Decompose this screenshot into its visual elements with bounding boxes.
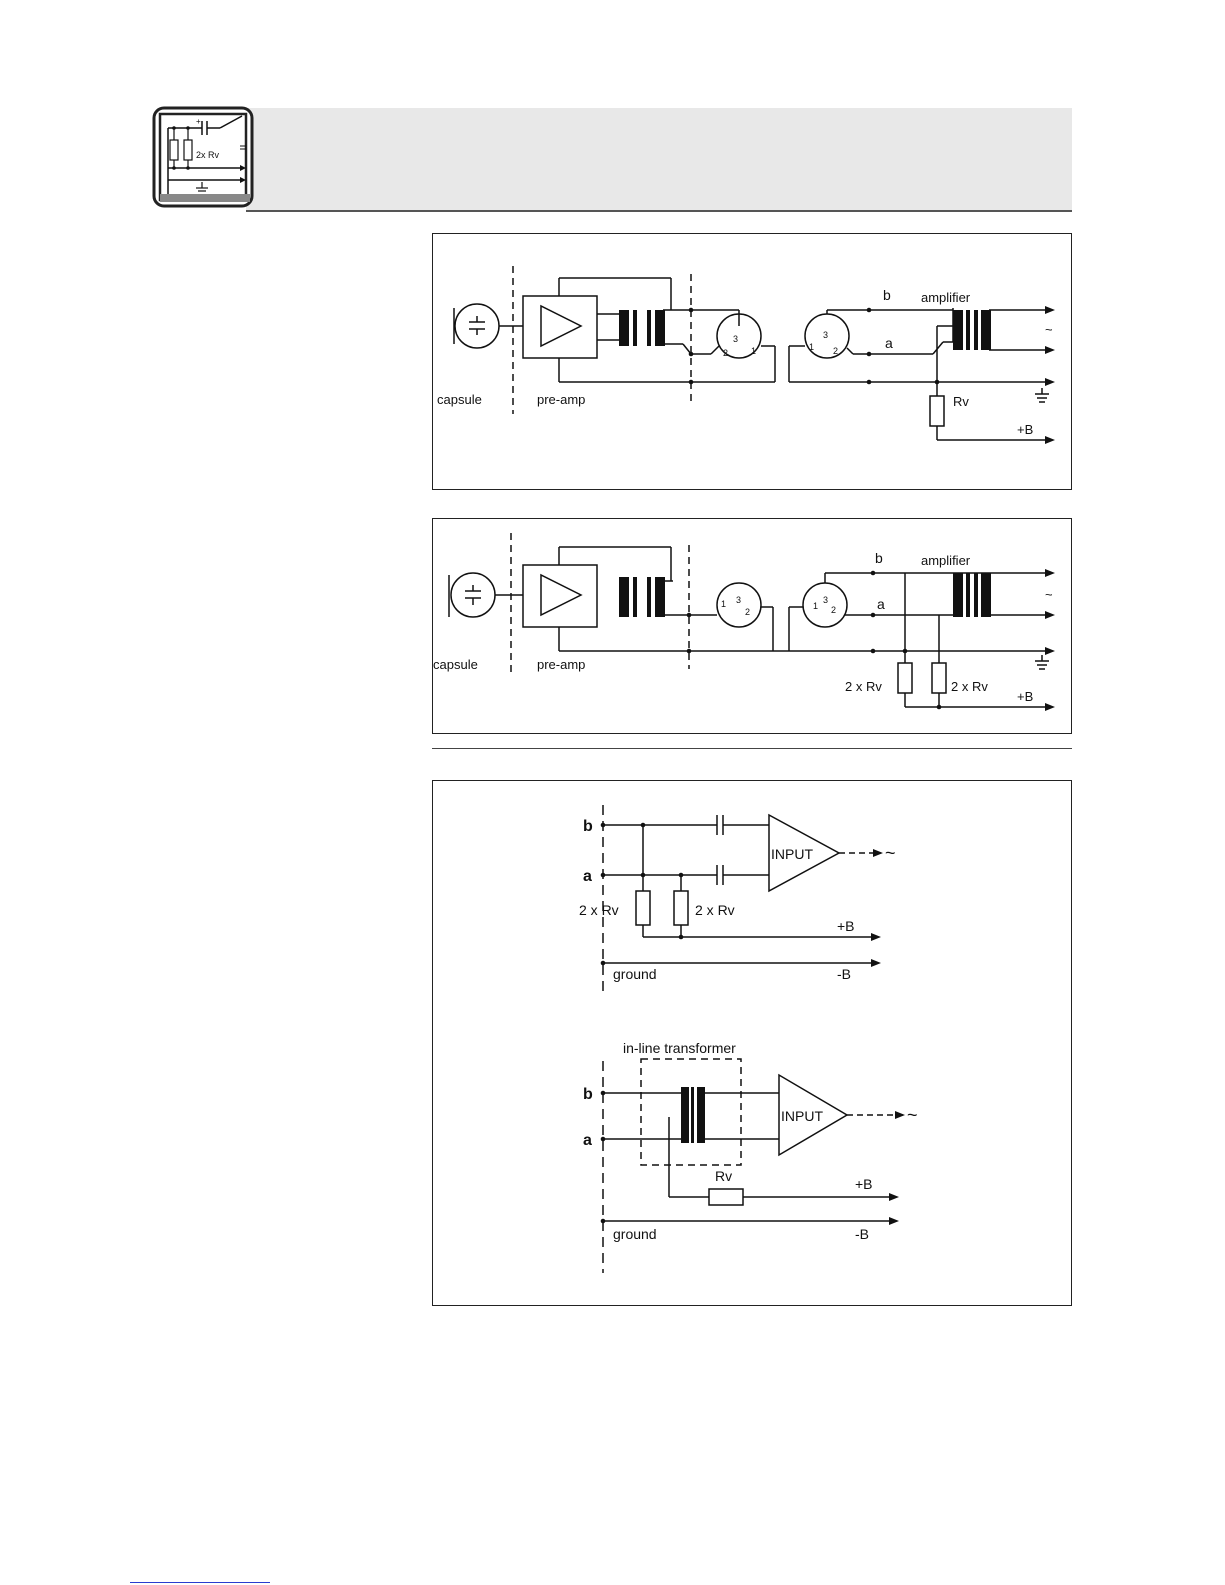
- pin-3-male-label-2: 3: [823, 595, 828, 605]
- logo-label: 2x Rv: [196, 150, 220, 160]
- line-b-label-2: b: [875, 550, 883, 566]
- fig4-plus-b-label: +B: [855, 1176, 873, 1192]
- amplifier-label: amplifier: [921, 290, 971, 305]
- figure-1-panel: capsule pre-amp amplifier b a Rv +B ~ 3 …: [432, 233, 1072, 490]
- fig4-b-label: b: [583, 1086, 593, 1103]
- pin-3-label: 3: [733, 334, 738, 344]
- rv-label: Rv: [953, 394, 969, 409]
- fig4-a-label: a: [583, 1132, 592, 1149]
- pin-2-label: 2: [723, 348, 728, 358]
- figure-3-4-panel: b a INPUT ~ 2 x Rv 2 x Rv +B ground -B: [432, 780, 1072, 1306]
- tilde-label-2a: ~: [1045, 565, 1053, 580]
- pin-3-male-label: 3: [823, 330, 828, 340]
- phantom-power-logo: + 2x Rv: [152, 106, 256, 210]
- rv-left-label-2: 2 x Rv: [845, 679, 882, 694]
- fig3-a-label: a: [583, 868, 592, 885]
- fig3-rv-left-label: 2 x Rv: [579, 902, 619, 918]
- fig3-input-label: INPUT: [771, 846, 813, 862]
- pin-1-male-label-2: 1: [813, 601, 818, 611]
- svg-text:+: +: [196, 117, 201, 126]
- fig3-rv-right-label: 2 x Rv: [695, 902, 735, 918]
- capsule-label-2: capsule: [433, 657, 478, 672]
- fig4-transformer-label: in-line transformer: [623, 1040, 736, 1056]
- figure-2-panel: capsule pre-amp amplifier b a 2 x Rv 2 x…: [432, 518, 1072, 734]
- pin-3-label-2: 3: [736, 595, 741, 605]
- fig4-tilde-label: ~: [907, 1105, 918, 1125]
- pin-1-male-label: 1: [809, 342, 814, 352]
- plus-b-label-2: +B: [1017, 689, 1033, 704]
- fig4-minus-b-label: -B: [855, 1226, 869, 1242]
- footer-link-underline[interactable]: [130, 1582, 270, 1583]
- preamp-label: pre-amp: [537, 392, 585, 407]
- fig4-ground-label: ground: [613, 1226, 657, 1242]
- pin-2-male-label-2: 2: [831, 605, 836, 615]
- plus-b-label: +B: [1017, 422, 1033, 437]
- line-b-label: b: [883, 287, 891, 303]
- line-a-label: a: [885, 335, 893, 351]
- pin-1-label: 1: [751, 346, 756, 356]
- amplifier-label-2: amplifier: [921, 553, 971, 568]
- fig3-b-label: b: [583, 818, 593, 835]
- pin-1-label-2: 1: [721, 599, 726, 609]
- preamp-label-2: pre-amp: [537, 657, 585, 672]
- capsule-label: capsule: [437, 392, 482, 407]
- fig3-plus-b-label: +B: [837, 918, 855, 934]
- header-band: [246, 108, 1072, 212]
- fig3-ground-label: ground: [613, 966, 657, 982]
- tilde-label-2b: ~: [1045, 587, 1053, 602]
- fig3-tilde-label: ~: [885, 843, 896, 863]
- section-rule: [432, 748, 1072, 749]
- fig4-rv-label: Rv: [715, 1168, 732, 1184]
- pin-2-male-label: 2: [833, 346, 838, 356]
- pin-2-label-2: 2: [745, 607, 750, 617]
- rv-right-label-2: 2 x Rv: [951, 679, 988, 694]
- fig4-input-label: INPUT: [781, 1108, 823, 1124]
- line-a-label-2: a: [877, 596, 885, 612]
- fig3-minus-b-label: -B: [837, 966, 851, 982]
- tilde-label: ~: [1045, 322, 1053, 337]
